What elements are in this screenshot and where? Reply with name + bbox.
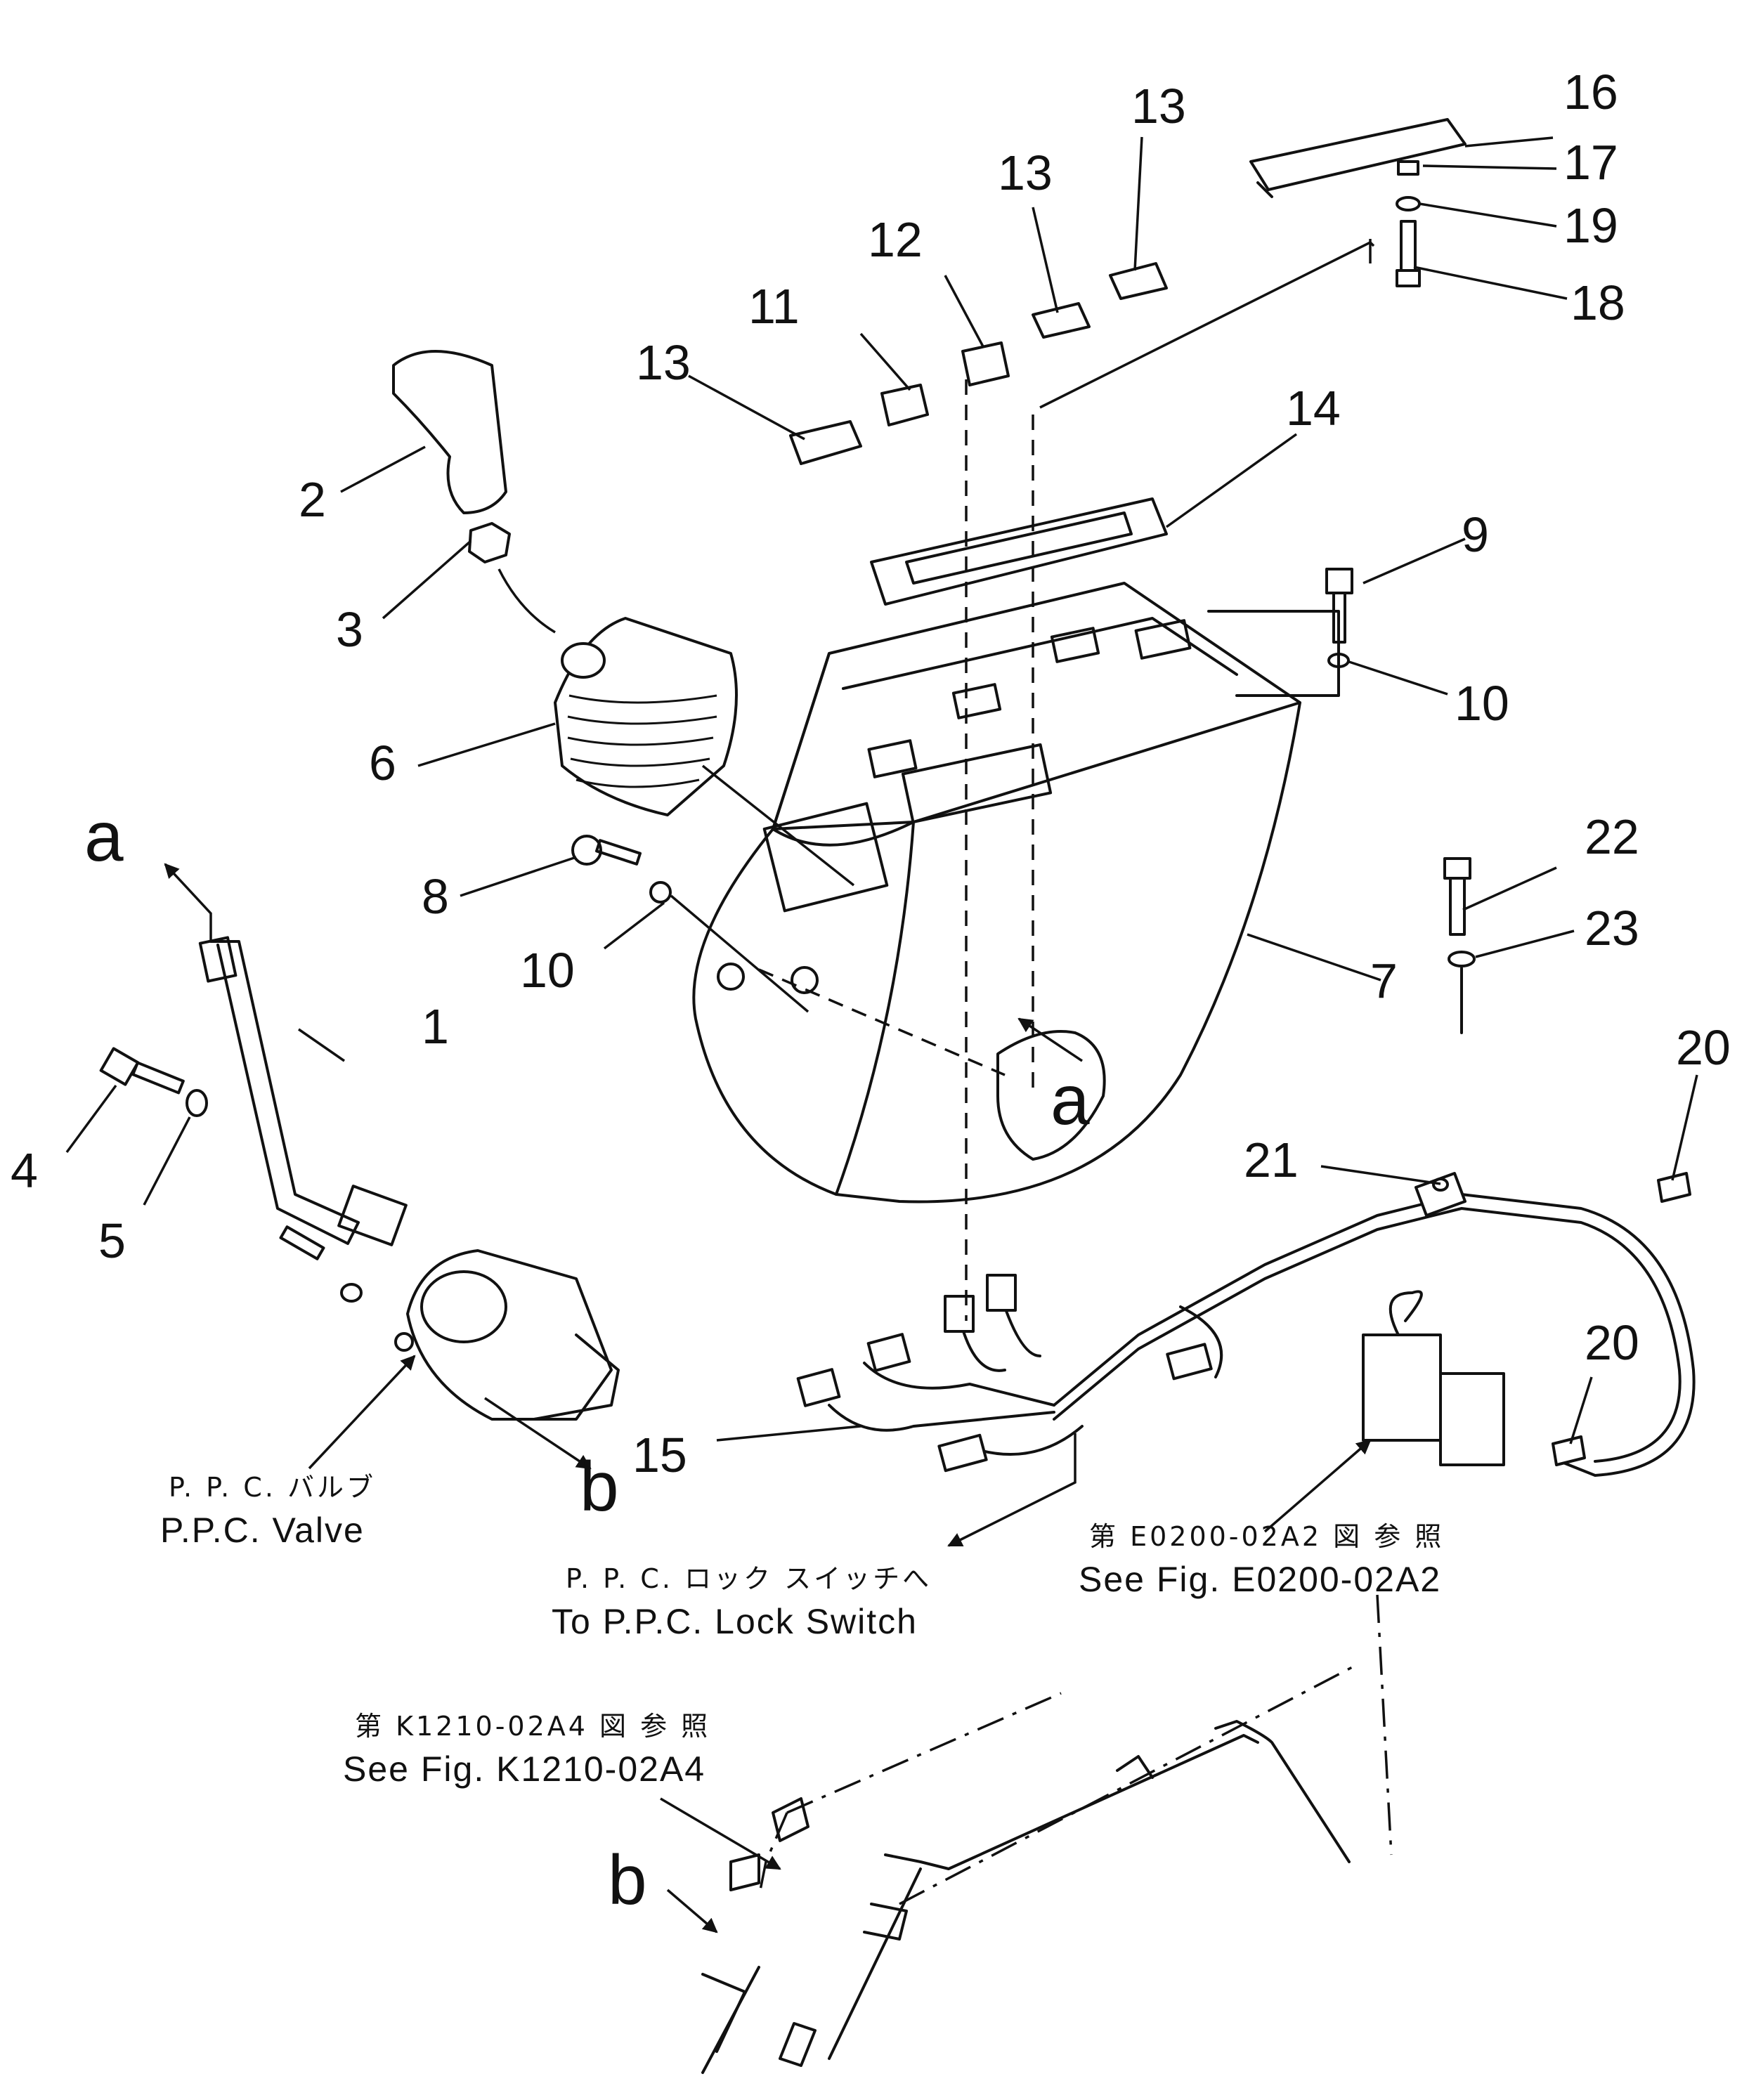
callout-numbers: 1 2 3 4 5 6 7 8 9 10 10 11 12 13 13 13 1… [11,65,1731,1482]
callout-3: 3 [336,602,363,657]
ppc-valve-label-en: P.P.C. Valve [160,1511,365,1550]
callout-15: 15 [632,1428,687,1482]
fig-e0200-label-en: See Fig. E0200-02A2 [1079,1560,1441,1599]
callout-8: 8 [422,869,449,924]
notes: P. P. C. バルブ P.P.C. Valve P. P. C. ロック ス… [160,1472,1444,1789]
lock-switch-label-jp: P. P. C. ロック スイッチへ [566,1563,932,1594]
callout-17: 17 [1563,135,1618,190]
switch-parts [789,262,1168,465]
callout-20-top: 20 [1676,1020,1731,1075]
floor-frame [701,1720,1351,2074]
callout-21: 21 [1244,1133,1299,1187]
callout-1: 1 [422,999,449,1054]
boot-to-console-line [701,764,855,887]
callout-18: 18 [1570,275,1625,330]
lever [198,936,408,1246]
console-box [692,582,1301,1204]
callout-7: 7 [1370,953,1398,1008]
callout-4: 4 [11,1143,38,1198]
callout-23: 23 [1585,901,1639,956]
callout-5: 5 [98,1213,126,1268]
washer10-to-console-line [670,894,809,1013]
callout-leaders [65,136,1698,1444]
frame-dashdot-line [757,1594,1393,1905]
callout-6: 6 [369,736,396,790]
fig-k1210-label-en: See Fig. K1210-02A4 [343,1749,705,1789]
alignment-dashes [758,379,1034,1321]
callout-10-left: 10 [520,943,575,998]
callout-10-right: 10 [1455,676,1509,731]
cover-plate [1249,118,1466,287]
letter-a-lever: a [84,797,124,876]
harness-clamps [1414,1172,1691,1466]
callout-9: 9 [1462,507,1489,562]
letter-b-valve: b [580,1447,619,1526]
callout-13-right: 13 [1131,79,1186,133]
bolt-8 [571,835,672,904]
callout-20-bottom: 20 [1585,1315,1639,1370]
ppc-valve-label-jp: P. P. C. バルブ [169,1472,376,1503]
callout-13-left: 13 [636,335,691,390]
lever-knob [392,350,511,563]
reference-letters: a a b b [84,797,1090,1919]
callout-16: 16 [1563,65,1618,119]
callout-12: 12 [868,212,923,267]
callout-19: 19 [1563,198,1618,253]
bolt-9 [1207,568,1353,697]
callout-22: 22 [1585,809,1639,864]
bolt-4 [99,1047,208,1117]
nut-to-boot-line [497,568,556,634]
wiring-harness [796,1193,1696,1477]
letter-a-console: a [1051,1061,1090,1140]
lever-boot [554,617,738,816]
callout-13-middle: 13 [998,145,1053,200]
console-bezel [870,497,1168,606]
lock-switch-label-en: To P.P.C. Lock Switch [552,1602,918,1641]
bolt-22 [1443,857,1476,1034]
ppc-valve [279,1225,620,1421]
fig-e0200-label-jp: 第 E0200-02A2 図 参 照 [1089,1521,1444,1552]
callout-14: 14 [1286,381,1341,436]
fig-k1210-label-jp: 第 K1210-02A4 図 参 照 [355,1711,710,1742]
reference-arrows [164,863,1372,1933]
callout-11: 11 [748,279,800,334]
letter-b-frame: b [608,1841,647,1919]
callout-2: 2 [299,472,326,527]
